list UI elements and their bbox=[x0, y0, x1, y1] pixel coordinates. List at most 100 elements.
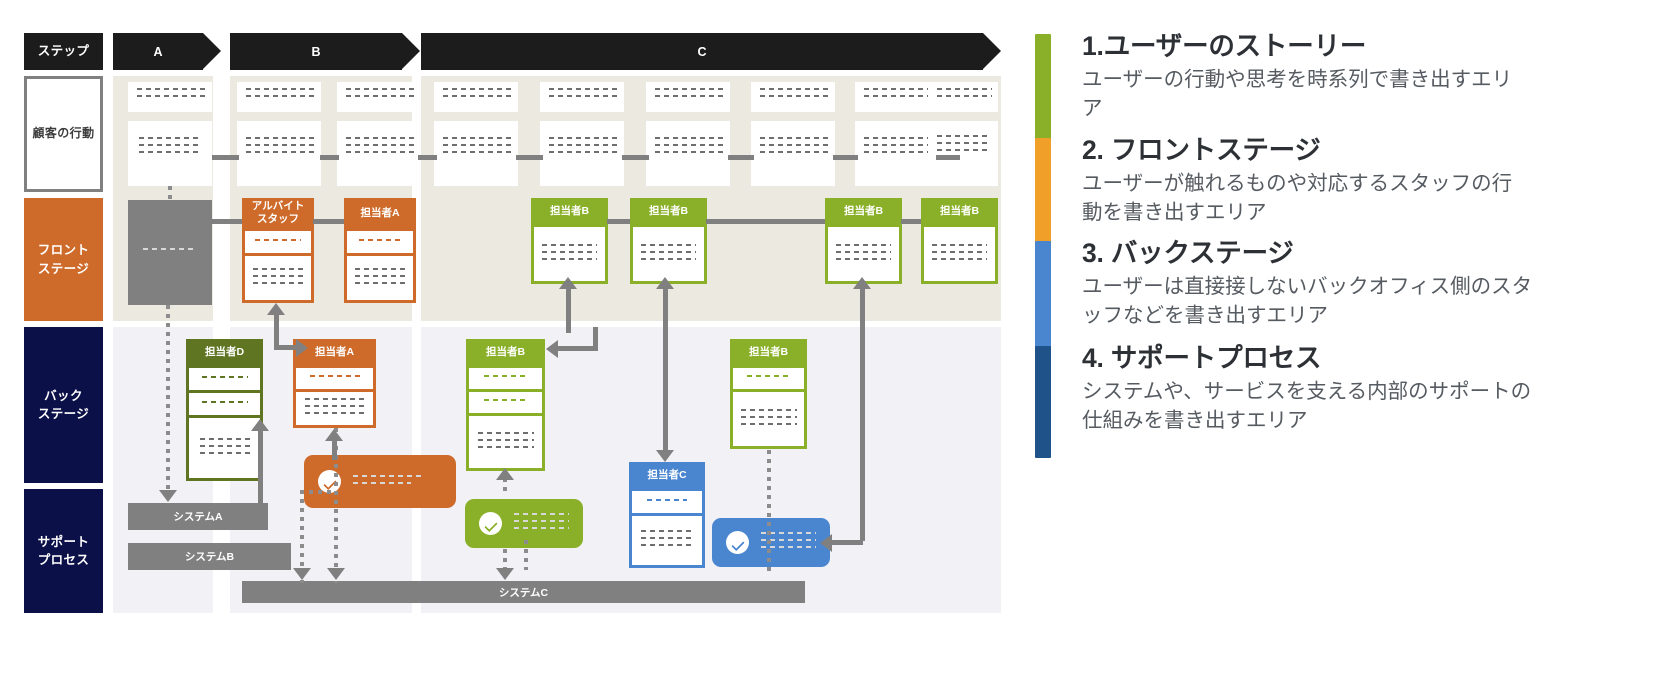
card-slot[interactable] bbox=[733, 392, 804, 446]
backstage-card-tantousha-c[interactable]: 担当者C bbox=[629, 462, 705, 568]
frontstage-card-title: 担当者B bbox=[630, 198, 707, 224]
frontstage-card-title: 担当者A bbox=[344, 198, 416, 228]
frontstage-card-tantousha-b[interactable]: 担当者B bbox=[921, 198, 998, 284]
card-slot[interactable] bbox=[189, 368, 260, 390]
frontstage-card-title: 担当者B bbox=[531, 198, 608, 224]
card-slot[interactable] bbox=[347, 231, 413, 253]
card-slot[interactable] bbox=[296, 368, 373, 389]
customer-note-top[interactable] bbox=[928, 82, 998, 112]
row-label-support-line1: サポート bbox=[37, 534, 90, 549]
system-bar-c[interactable]: システムC bbox=[242, 581, 805, 603]
customer-note-top[interactable] bbox=[434, 82, 518, 112]
backstage-card-tantousha-b[interactable]: 担当者B bbox=[466, 339, 545, 471]
card-slot[interactable] bbox=[245, 256, 311, 300]
support-pill-orange[interactable] bbox=[304, 455, 456, 508]
frontstage-card-tantousha-a[interactable]: 担当者A bbox=[344, 198, 416, 303]
placeholder-line bbox=[647, 498, 687, 501]
legend-color-bar bbox=[1035, 346, 1051, 459]
placeholder-line bbox=[139, 144, 201, 146]
connector-frontstage bbox=[706, 219, 826, 224]
card-slot[interactable] bbox=[296, 392, 373, 425]
customer-note-top[interactable] bbox=[540, 82, 624, 112]
customer-note-main[interactable] bbox=[337, 121, 421, 186]
card-slot[interactable] bbox=[245, 231, 311, 253]
connector-dotted bbox=[166, 305, 170, 489]
customer-note-main[interactable] bbox=[434, 121, 518, 186]
placeholder-line bbox=[761, 532, 816, 534]
placeholder-line bbox=[309, 375, 360, 377]
system-bar-a[interactable]: システムA bbox=[128, 503, 268, 530]
support-pill-green[interactable] bbox=[465, 499, 583, 548]
customer-note-top[interactable] bbox=[237, 82, 321, 112]
customer-note-main[interactable] bbox=[928, 121, 998, 186]
frontstage-grey-block[interactable] bbox=[128, 200, 212, 305]
placeholder-line bbox=[353, 481, 411, 484]
card-slot[interactable] bbox=[534, 227, 605, 281]
card-slot[interactable] bbox=[347, 256, 413, 300]
connector-customer bbox=[728, 155, 754, 160]
customer-note-main[interactable] bbox=[540, 121, 624, 186]
customer-note-main[interactable] bbox=[646, 121, 730, 186]
customer-note-top[interactable] bbox=[646, 82, 730, 112]
placeholder-line bbox=[346, 144, 414, 146]
step-header-b-label: B bbox=[311, 44, 321, 59]
connector-customer bbox=[516, 155, 543, 160]
frontstage-card-tantousha-b[interactable]: 担当者B bbox=[825, 198, 902, 284]
arrow-right-icon bbox=[296, 339, 308, 357]
frontstage-card-tantousha-b[interactable]: 担当者B bbox=[630, 198, 707, 284]
card-slot[interactable] bbox=[633, 227, 704, 281]
legend-item-2[interactable]: 2. フロントステージ ユーザーが触れるものや対応するスタッフの行動を書き出すエ… bbox=[1035, 134, 1635, 247]
customer-note-top[interactable] bbox=[337, 82, 421, 112]
system-bar-b[interactable]: システムB bbox=[128, 543, 291, 570]
placeholder-line bbox=[199, 451, 250, 454]
placeholder-line bbox=[760, 88, 830, 90]
backstage-card-title: 担当者B bbox=[466, 339, 545, 365]
customer-note-main[interactable] bbox=[855, 121, 939, 186]
placeholder-line bbox=[514, 513, 569, 515]
step-header-b[interactable]: B bbox=[230, 33, 420, 70]
pill-lines bbox=[514, 513, 569, 534]
customer-note-top[interactable] bbox=[751, 82, 835, 112]
arrow-down-icon bbox=[293, 568, 311, 580]
arrow-left-icon bbox=[820, 534, 832, 552]
legend-item-1[interactable]: 1.ユーザーのストーリー ユーザーの行動や思考を時系列で書き出すエリア bbox=[1035, 30, 1635, 152]
placeholder-line bbox=[477, 445, 534, 448]
backstage-card-title: 担当者C bbox=[629, 462, 705, 488]
customer-note-main[interactable] bbox=[128, 121, 212, 186]
card-slot[interactable] bbox=[189, 393, 260, 415]
support-pill-blue[interactable] bbox=[712, 518, 830, 567]
legend-color-bar bbox=[1035, 138, 1051, 247]
legend-item-4[interactable]: 4. サポートプロセス システムや、サービスを支える内部のサポートの仕組みを書き… bbox=[1035, 342, 1635, 459]
card-slot[interactable] bbox=[469, 392, 542, 413]
card-slot[interactable] bbox=[469, 368, 542, 389]
customer-note-main[interactable] bbox=[237, 121, 321, 186]
card-slot[interactable] bbox=[632, 491, 702, 513]
customer-note-top[interactable] bbox=[855, 82, 939, 112]
placeholder-line bbox=[137, 88, 209, 90]
frontstage-card-tantousha-b[interactable]: 担当者B bbox=[531, 198, 608, 284]
placeholder-line bbox=[937, 88, 992, 90]
step-header-a[interactable]: A bbox=[113, 33, 221, 70]
arrow-down-icon bbox=[327, 568, 345, 580]
card-slot[interactable] bbox=[632, 516, 702, 565]
step-header-c[interactable]: C bbox=[421, 33, 1001, 70]
customer-note-top[interactable] bbox=[128, 82, 212, 112]
frontstage-card-albite-staff[interactable]: アルバイト スタッフ bbox=[242, 198, 314, 303]
legend-item-3[interactable]: 3. バックステージ ユーザーは直接接しないバックオフィス側のスタッフなどを書き… bbox=[1035, 237, 1635, 354]
backstage-card-tantousha-b[interactable]: 担当者B bbox=[730, 339, 807, 449]
card-slot[interactable] bbox=[733, 368, 804, 389]
check-circle-icon bbox=[479, 512, 502, 535]
backstage-card-tantousha-d[interactable]: 担当者D bbox=[186, 339, 263, 481]
placeholder-line bbox=[761, 539, 816, 541]
placeholder-line bbox=[641, 537, 693, 539]
card-slot[interactable] bbox=[189, 418, 260, 478]
card-slot[interactable] bbox=[469, 416, 542, 468]
card-slot[interactable] bbox=[924, 227, 995, 281]
placeholder-line bbox=[443, 137, 511, 139]
card-slot[interactable] bbox=[828, 227, 899, 281]
legend-item-2-desc: ユーザーが触れるものや対応するスタッフの行動を書き出すエリア bbox=[1082, 172, 1513, 225]
placeholder-line bbox=[246, 144, 314, 146]
customer-note-main[interactable] bbox=[751, 121, 835, 186]
card-title: 担当者B bbox=[843, 204, 884, 217]
